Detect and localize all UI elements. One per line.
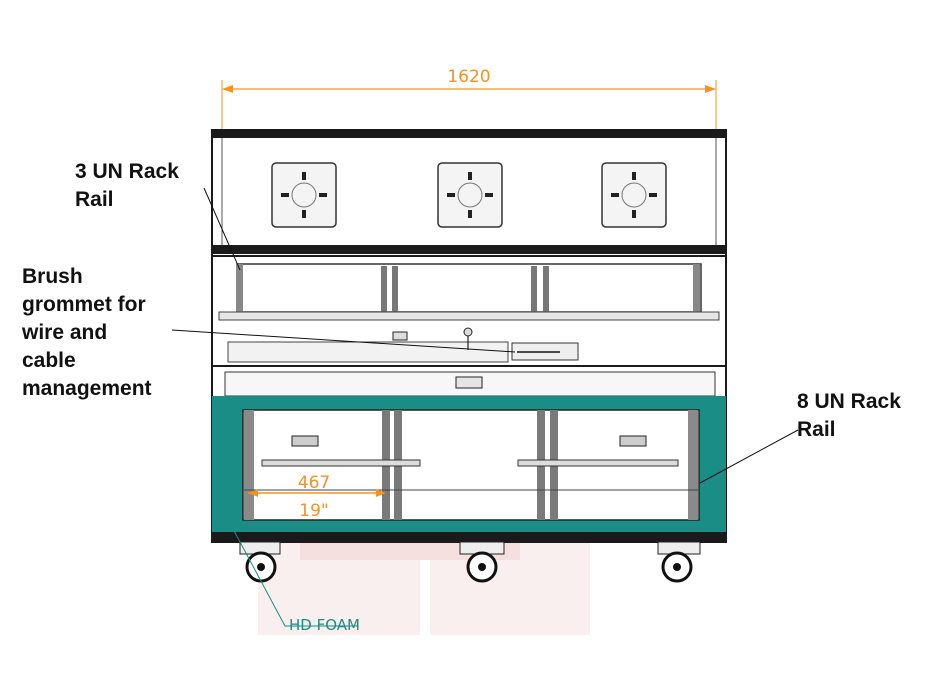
grommet-line3: wire and (22, 321, 108, 344)
grommet-line1: Brush (22, 265, 83, 288)
top-rack-line2: Rail (75, 188, 114, 211)
mount-plate-left (271, 162, 337, 228)
hd-foam-frame (212, 396, 726, 540)
caster-wheel-right (657, 541, 701, 583)
grommet-line5: management (22, 377, 152, 400)
grommet-line2: grommet for (22, 293, 146, 316)
rail-width-mm: 467 (298, 473, 330, 493)
overall-width-value: 1620 (447, 67, 490, 87)
bottom-rack-callout: 8 UN Rack Rail (797, 388, 901, 444)
leader-lines (171, 187, 799, 484)
caster-wheel-center (459, 541, 505, 583)
lower-rack-rails (244, 410, 699, 520)
mount-plate-right (601, 162, 667, 228)
top-rack-line1: 3 UN Rack (75, 160, 179, 183)
top-rack-callout: 3 UN Rack Rail (75, 158, 179, 214)
rail-width-in: 19" (299, 501, 328, 521)
foam-label: HD FOAM (289, 616, 360, 634)
grommet-line4: cable (22, 349, 76, 372)
mount-plate-center (437, 162, 503, 228)
bottom-rack-line1: 8 UN Rack (797, 390, 901, 413)
bottom-rack-line2: Rail (797, 418, 836, 441)
caster-wheel-left (239, 541, 281, 583)
upper-rack-section (211, 255, 727, 367)
base-plate (212, 532, 726, 542)
foam-leader: HD FOAM (231, 526, 360, 634)
rail-width-dimension: 467 19" (248, 473, 386, 521)
grommet-callout: Brush grommet for wire and cable managem… (22, 263, 152, 403)
